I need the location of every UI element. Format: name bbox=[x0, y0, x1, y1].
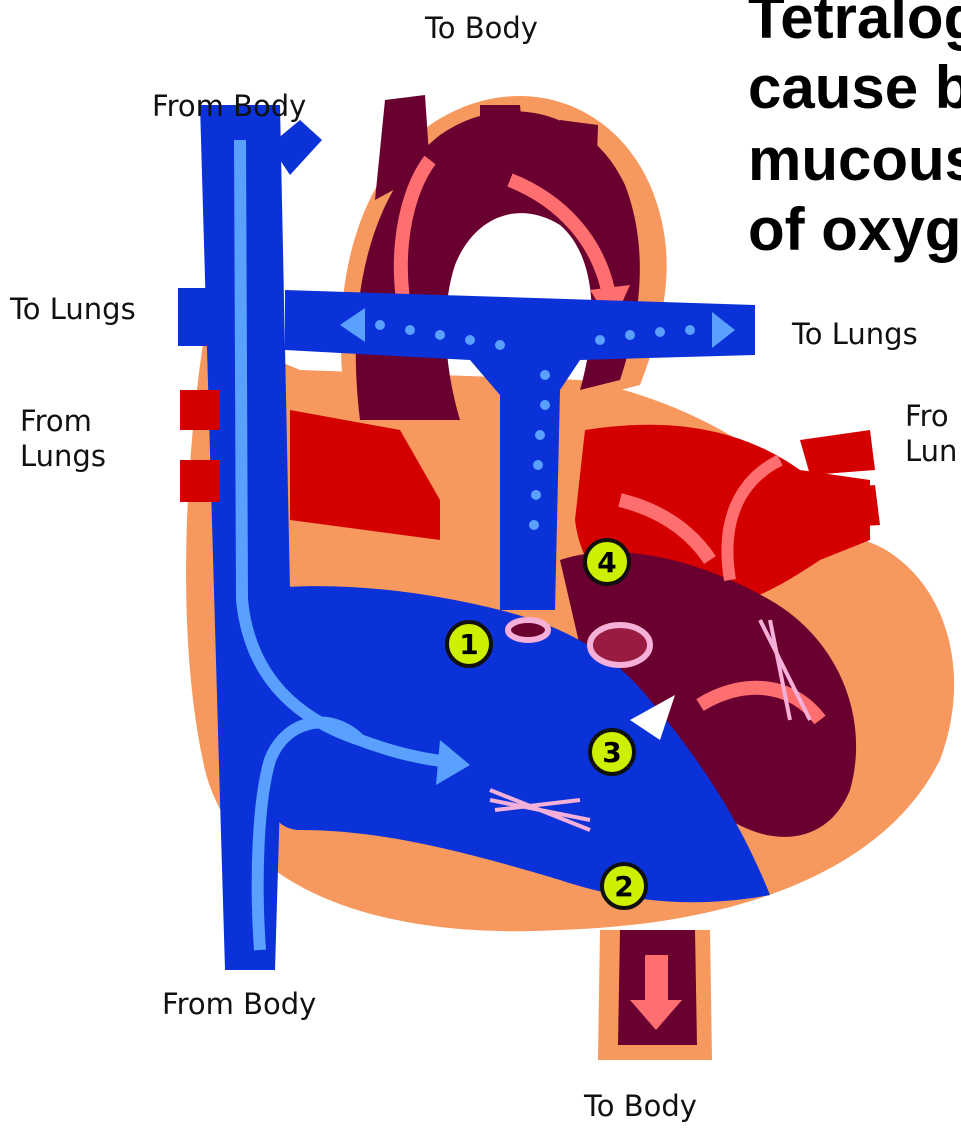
label-from-lungs-left-2: Lungs bbox=[20, 440, 106, 473]
aortic-valve bbox=[590, 625, 650, 665]
pv-right-2 bbox=[820, 485, 880, 528]
label-to-lungs-right: To Lungs bbox=[792, 318, 918, 351]
label-from-body-bottom: From Body bbox=[162, 988, 316, 1021]
marker-3: 3 bbox=[588, 728, 636, 776]
pv-right-1 bbox=[800, 430, 875, 475]
label-to-body-bottom: To Body bbox=[584, 1090, 697, 1123]
lung-vessel-left-red-1 bbox=[180, 390, 220, 430]
label-to-body-top: To Body bbox=[425, 12, 538, 45]
label-from-lungs-left-1: From bbox=[20, 405, 92, 438]
marker-4: 4 bbox=[583, 538, 631, 586]
title-line-3: mucous bbox=[748, 130, 961, 190]
aortic-branch-2 bbox=[480, 105, 525, 160]
label-to-lungs-left: To Lungs bbox=[10, 293, 136, 326]
title-line-1: Tetralog bbox=[748, 0, 961, 48]
title-line-4: of oxyge bbox=[748, 200, 961, 260]
aortic-branch-3 bbox=[555, 120, 598, 190]
lung-vessel-left-red-2 bbox=[180, 460, 220, 502]
label-from-lungs-right-1: Fro bbox=[905, 400, 949, 433]
marker-2: 2 bbox=[600, 862, 648, 910]
marker-1: 1 bbox=[445, 620, 493, 668]
lung-vessel-left-blue bbox=[178, 288, 208, 346]
title-line-2: cause b bbox=[748, 58, 961, 118]
pulmonary-valve bbox=[508, 620, 548, 640]
label-from-lungs-right-2: Lun bbox=[905, 435, 957, 468]
label-from-body-top: From Body bbox=[152, 90, 306, 123]
